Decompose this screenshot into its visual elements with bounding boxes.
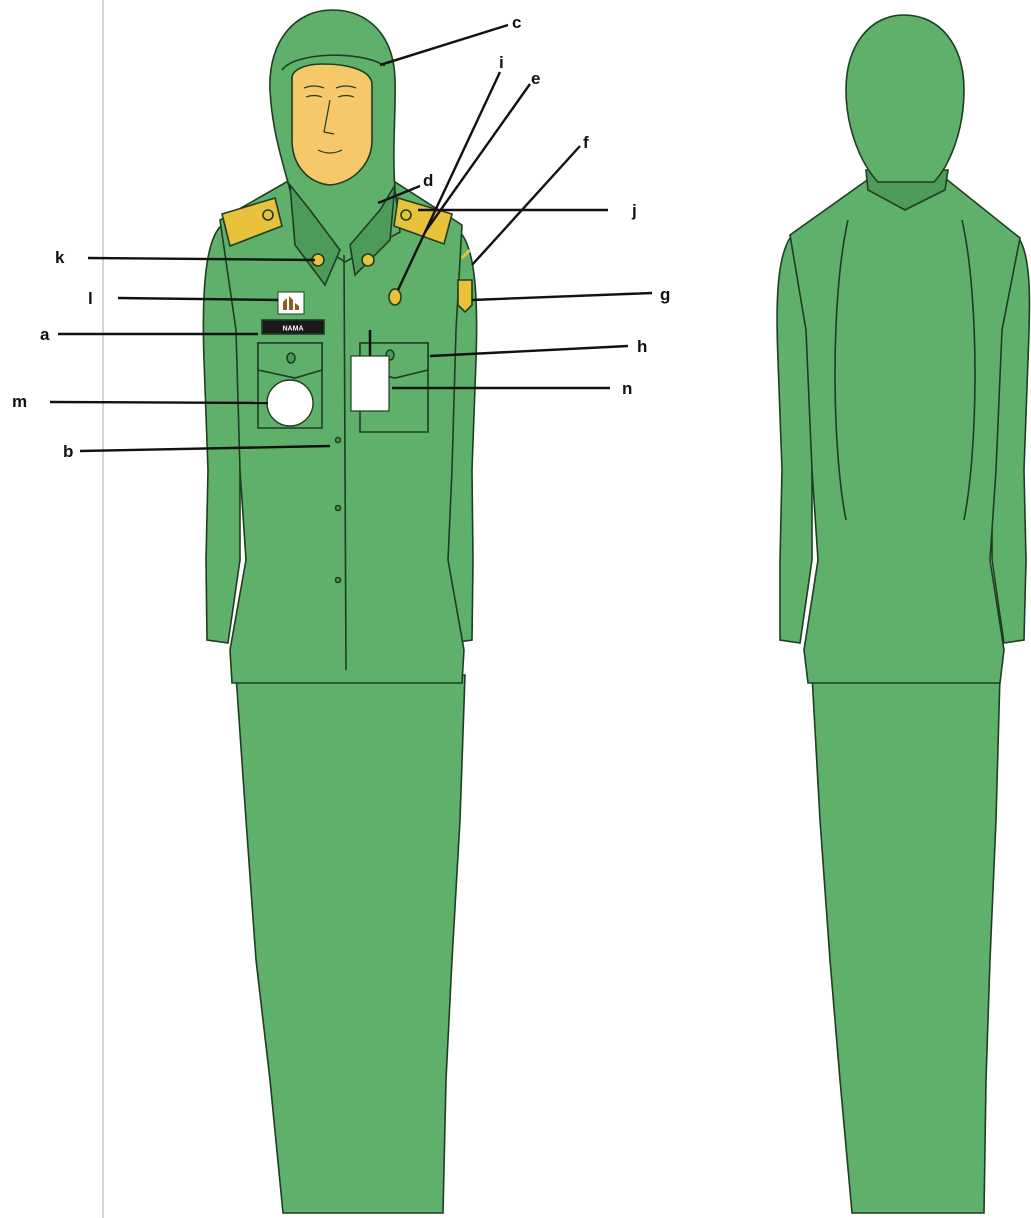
label-f: f: [583, 133, 589, 152]
back-jacket: [790, 178, 1020, 683]
label-a: a: [40, 325, 50, 344]
label-k: k: [55, 248, 65, 267]
back-head: [846, 15, 964, 182]
front-view-figure: [203, 10, 476, 1213]
label-m: m: [12, 392, 27, 411]
front-skirt: [236, 675, 465, 1213]
chest-pin: [389, 289, 401, 305]
front-button: [336, 438, 341, 443]
leader-f: [472, 146, 580, 265]
front-face: [292, 64, 372, 185]
leader-c: [380, 25, 508, 65]
label-h: h: [637, 337, 647, 356]
name-tag-text: NAMA: [283, 326, 304, 333]
label-j: j: [631, 201, 637, 220]
label-d: d: [423, 171, 433, 190]
sleeve-patch: [458, 280, 472, 312]
label-g: g: [660, 285, 670, 304]
id-card: [351, 356, 389, 411]
label-b: b: [63, 442, 73, 461]
label-l: l: [88, 289, 93, 308]
left-epaulette-button: [263, 210, 273, 220]
leader-g: [472, 293, 652, 300]
back-skirt: [812, 675, 1000, 1213]
front-button: [336, 506, 341, 511]
label-n: n: [622, 379, 632, 398]
right-epaulette-button: [401, 210, 411, 220]
back-view-figure: [777, 15, 1029, 1213]
collar-insignia-right: [362, 254, 374, 266]
leader-m: [50, 402, 268, 403]
front-button: [336, 578, 341, 583]
label-e: e: [531, 69, 540, 88]
label-i: i: [499, 53, 504, 72]
circle-badge: [267, 380, 313, 426]
left-pocket-button: [287, 353, 295, 363]
label-c: c: [512, 13, 521, 32]
